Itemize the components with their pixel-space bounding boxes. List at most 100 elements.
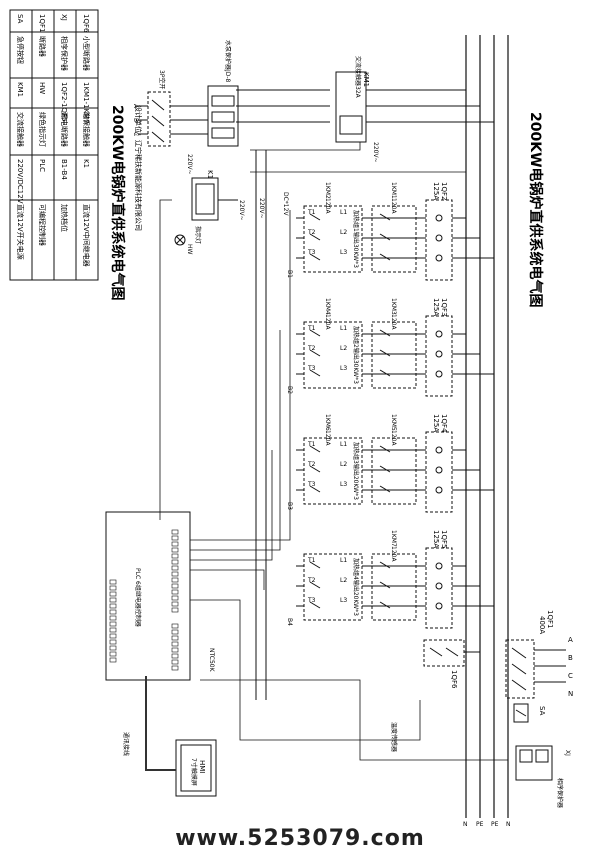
xj-label: XJ <box>564 750 571 756</box>
legend-cell: SA <box>16 14 24 24</box>
motor-c: C <box>132 132 139 136</box>
xj-protector <box>515 745 553 781</box>
stage-km-b-amp: 120A <box>324 198 331 214</box>
legend-cell: 绿色指示灯 <box>38 112 47 147</box>
stage-km-a: 1KM3 <box>390 298 397 315</box>
terminal-t: T2 <box>307 345 316 352</box>
switch-3p <box>138 91 208 147</box>
stage-heat-label: 加热组2输出30KW*3 <box>352 326 360 384</box>
stage-km-a-amp: 120A <box>390 430 397 446</box>
legend-cell: 220V/DC12V <box>16 159 24 204</box>
stage-km-a-amp: 120A <box>390 198 397 214</box>
terminal-t: T1 <box>307 325 316 332</box>
stage-heat-label: 加热组3输出20KW*3 <box>352 442 360 500</box>
stage-km-a: 1KM1 <box>390 182 397 199</box>
terminal-l: L1 <box>340 441 347 448</box>
v220-k1: 220V~ <box>186 154 193 175</box>
legend-cell: 加热档位 <box>60 204 69 232</box>
stage-km-a-amp: 120A <box>390 546 397 562</box>
breaker-1qf6 <box>423 639 480 667</box>
km1-contactor <box>236 71 494 143</box>
input-c: C <box>568 672 573 680</box>
ntc-label: NTC50K <box>208 648 215 673</box>
legend-title: 200KW电锅炉直供系统电气图 <box>109 105 126 301</box>
stage-b-label: B2 <box>286 386 293 394</box>
legend-cell: 1QF6 <box>82 14 90 33</box>
terminal-l: L3 <box>340 249 347 256</box>
ntc-sensor-label: 温度传感器 <box>390 722 398 752</box>
main-title: 200KW电锅炉直供系统电气图 <box>527 112 544 308</box>
stage-qf-amp: 125A <box>432 182 440 200</box>
switch-3p-label: 3P空开 <box>158 70 166 89</box>
input-a: A <box>568 636 573 644</box>
terminal-l: L3 <box>340 597 347 604</box>
terminal-t: T1 <box>307 557 316 564</box>
legend-cell: 相序保护器 <box>60 36 69 71</box>
legend-cell: 断路器 <box>38 36 47 57</box>
qf6-label: 1QF6 <box>450 670 458 689</box>
bus-pe-4: N <box>506 821 511 828</box>
stage-km-b-amp: 120A <box>324 314 331 330</box>
terminal-l: L1 <box>340 557 347 564</box>
stage-km-a-amp: 120A <box>390 314 397 330</box>
terminal-t: T3 <box>307 481 316 488</box>
stage-km-b: 1KM6 <box>324 414 331 431</box>
stage-km-b-amp: 120A <box>324 430 331 446</box>
legend-cell: 急停按钮 <box>16 36 25 64</box>
km1-id: KM1 <box>362 72 370 87</box>
dc12-label: DC*12V <box>282 192 289 216</box>
control-wiring <box>159 142 508 761</box>
km1-v220: 220V~ <box>372 142 379 163</box>
xj-desc: 相序保护器 <box>556 778 564 808</box>
legend-cell: 交流接触器 <box>16 112 25 147</box>
stage-qf: 1QF4 <box>440 414 448 433</box>
terminal-l: L2 <box>340 345 347 352</box>
terminal-t: T1 <box>307 441 316 448</box>
legend-cell: 漏电断路器 <box>60 112 69 147</box>
hmi-sub: 7寸触摸屏 <box>190 758 198 786</box>
terminal-l: L3 <box>340 481 347 488</box>
pump-protector <box>207 85 239 147</box>
stage-qf-amp: 125A <box>432 414 440 432</box>
legend-cell: PLC <box>38 159 46 172</box>
legend-cell: K1 <box>82 159 90 168</box>
terminal-t: T3 <box>307 249 316 256</box>
terminal-l: L1 <box>340 325 347 332</box>
bus-pe-2: PE <box>476 821 484 828</box>
v220c-label: 220V~ <box>238 200 245 221</box>
legend-cell: 可编程控制器 <box>38 204 47 246</box>
terminal-l: L2 <box>340 461 347 468</box>
stage-qf: 1QF5 <box>440 530 448 548</box>
stage-heat-label: 加热组1输出30KW*3 <box>352 210 360 268</box>
stage-km-b: 1KM2 <box>324 182 331 199</box>
hw-lamp <box>174 234 186 246</box>
legend-cell: 直流12V开关电源 <box>16 204 25 260</box>
k1-relay <box>191 177 238 221</box>
stage-qf: 1QF3 <box>440 298 448 316</box>
designer: 设计单位：辽宁稀扶新能源科技有限公司 <box>134 105 143 231</box>
lamp-label: 指示灯 <box>194 226 202 244</box>
terminal-t: T1 <box>307 209 316 216</box>
terminal-t: T2 <box>307 461 316 468</box>
legend-cell: XJ <box>60 14 68 21</box>
v220b-label: 220V~ <box>258 198 265 219</box>
qf1-rating: 400A <box>538 616 546 634</box>
terminal-t: T3 <box>307 597 316 604</box>
terminal-l: L2 <box>340 229 347 236</box>
pump-label: 水泵保护器JD-8 <box>224 40 232 83</box>
plc-label: PLC 6组继电器控制器 <box>134 568 142 627</box>
legend-cell: 小型断路器 <box>82 36 91 71</box>
legend-cell: 1KM1-1KM7 <box>82 82 90 124</box>
watermark: www.5253079.com <box>175 826 425 851</box>
terminal-t: T2 <box>307 577 316 584</box>
motor-b: B <box>132 118 139 122</box>
sa-label: SA <box>538 706 546 716</box>
stage-b-label: B3 <box>286 502 293 510</box>
stage-b-label: B4 <box>286 618 293 626</box>
terminal-l: L1 <box>340 209 347 216</box>
legend-cell: B1-B4 <box>60 159 68 180</box>
